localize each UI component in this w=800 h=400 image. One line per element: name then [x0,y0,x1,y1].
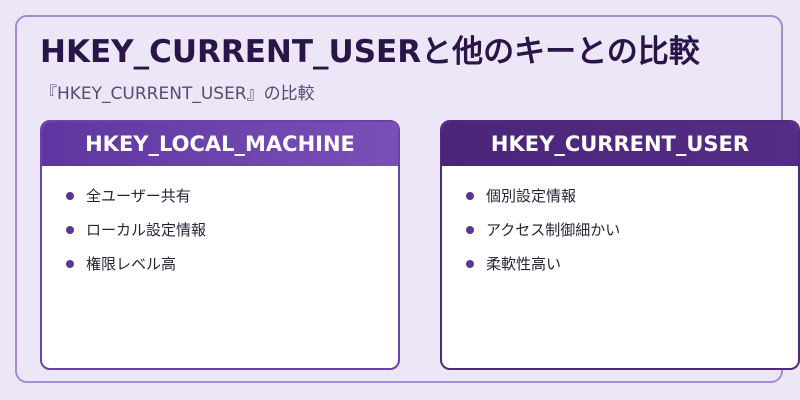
bullet-dot-icon [466,260,474,268]
card-hkey-current-user: HKEY_CURRENT_USER 個別設定情報 アクセス制御細かい 柔軟性高い [440,120,800,370]
bullet-dot-icon [466,192,474,200]
list-item-label: 柔軟性高い [486,255,562,273]
bullet-dot-icon [66,192,74,200]
list-item-label: 全ユーザー共有 [86,187,191,205]
bullet-dot-icon [66,260,74,268]
card-item-list: 全ユーザー共有 ローカル設定情報 権限レベル高 [42,166,398,288]
card-item-list: 個別設定情報 アクセス制御細かい 柔軟性高い [442,166,798,288]
list-item-label: 権限レベル高 [86,255,177,273]
card-header: HKEY_CURRENT_USER [442,122,798,166]
page-subtitle: 『HKEY_CURRENT_USER』の比較 [40,84,315,104]
list-item-label: 個別設定情報 [486,187,577,205]
list-item: ローカル設定情報 [66,220,398,254]
card-hkey-local-machine: HKEY_LOCAL_MACHINE 全ユーザー共有 ローカル設定情報 権限レベ… [40,120,400,370]
list-item: 柔軟性高い [466,254,798,288]
list-item: アクセス制御細かい [466,220,798,254]
bullet-dot-icon [466,226,474,234]
bullet-dot-icon [66,226,74,234]
page-title: HKEY_CURRENT_USERと他のキーとの比較 [40,34,700,70]
list-item: 権限レベル高 [66,254,398,288]
list-item: 全ユーザー共有 [66,186,398,220]
card-header: HKEY_LOCAL_MACHINE [42,122,398,166]
list-item-label: アクセス制御細かい [486,221,621,239]
list-item: 個別設定情報 [466,186,798,220]
list-item-label: ローカル設定情報 [86,221,207,239]
